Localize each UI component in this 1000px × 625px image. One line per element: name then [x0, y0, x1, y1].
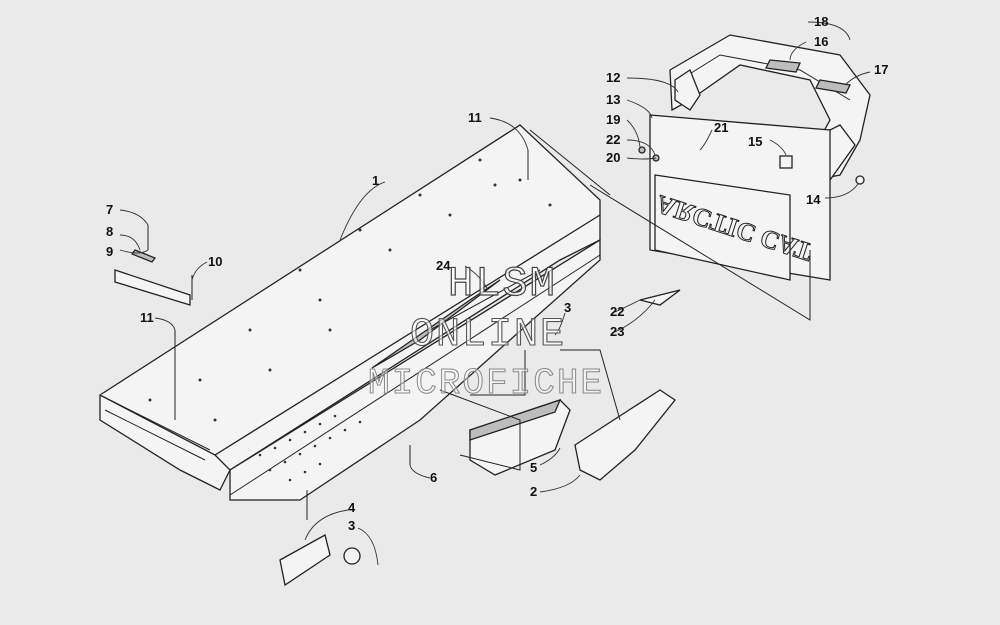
callout-11-upper: 11 [468, 110, 482, 125]
callout-7: 7 [106, 202, 113, 217]
callout-8: 8 [106, 224, 113, 239]
washer-23 [639, 289, 681, 306]
callout-1: 1 [372, 173, 379, 188]
side-plate [574, 389, 676, 481]
rear-flap: ARCTIC CAT [649, 114, 831, 281]
callout-2: 2 [530, 484, 537, 499]
callout-23: 23 [610, 324, 624, 339]
callout-3-lower: 3 [348, 518, 355, 533]
leader-lines [119, 21, 871, 566]
callout-12: 12 [606, 70, 620, 85]
callout-10: 10 [208, 254, 222, 269]
lower-plate [279, 534, 331, 587]
nut-14 [855, 175, 865, 185]
nut-3-lower [343, 547, 361, 565]
callout-24: 24 [436, 258, 451, 273]
decal-stripe [371, 279, 501, 369]
callout-20: 20 [606, 150, 620, 165]
callout-3-upper: 3 [564, 300, 571, 315]
callout-labels: 1 2 3 3 4 5 6 7 8 9 10 11 11 12 13 14 15… [106, 14, 888, 533]
callout-16: 16 [814, 34, 828, 49]
watermark-line-2: ONLINE [410, 313, 566, 358]
callout-22-upper: 22 [606, 132, 620, 147]
watermark-line-3: MICROFICHE [368, 363, 604, 404]
rear-guide-strip [529, 129, 611, 196]
clip-15 [779, 155, 793, 169]
callout-17: 17 [874, 62, 888, 77]
watermark-line-1: HLSM [448, 260, 557, 308]
callout-9: 9 [106, 244, 113, 259]
callout-11-lower: 11 [140, 310, 154, 325]
callout-22-lower: 22 [610, 304, 624, 319]
callout-18: 18 [814, 14, 828, 29]
callout-5: 5 [530, 460, 537, 475]
callout-21: 21 [714, 120, 728, 135]
callout-13: 13 [606, 92, 620, 107]
nut-19 [638, 146, 646, 154]
watermark: HLSM ONLINE MICROFICHE [368, 259, 604, 404]
guide-lines [306, 184, 811, 520]
tunnel-rivets [148, 158, 552, 422]
callout-19: 19 [606, 112, 620, 127]
callout-14: 14 [806, 192, 821, 207]
decal-stripe-lower [429, 269, 541, 331]
callout-6: 6 [430, 470, 437, 485]
left-bracket-assembly [114, 225, 193, 306]
tunnel-perforation [258, 414, 362, 482]
callout-4: 4 [348, 500, 356, 515]
callout-15: 15 [748, 134, 762, 149]
tunnel-assembly [99, 124, 601, 501]
